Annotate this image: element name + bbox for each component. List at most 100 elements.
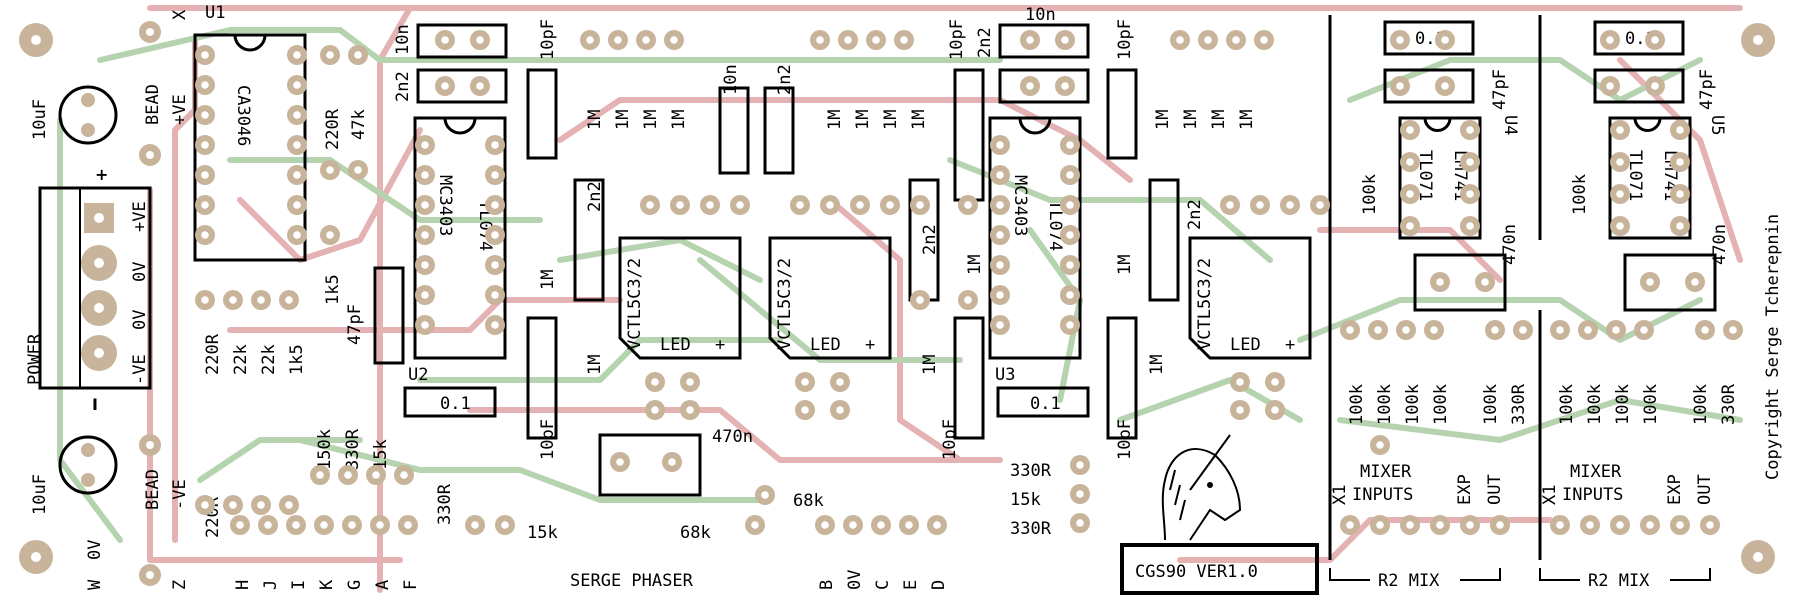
pad-hole [292,521,300,529]
mix1-exp: EXP [1455,474,1475,505]
pad-hole [372,471,380,479]
pad-hole [1076,490,1084,498]
pad-hole [1676,521,1684,529]
pad-hole [1286,201,1294,209]
pad-hole [996,321,1004,329]
pad-hole [441,36,449,44]
pad-hole [285,296,293,304]
pad-hole [996,231,1004,239]
r-1m-9: 1M [881,110,901,130]
pad-hole [201,171,209,179]
pad-hole [1616,158,1624,166]
pad-hole [1466,190,1474,198]
pad-hole [491,231,499,239]
pad-hole [1406,190,1414,198]
r-1m-2: 1M [613,110,633,130]
pad-hole [1236,406,1244,414]
pad-hole [376,521,384,529]
pad-hole [1061,36,1069,44]
pad-hole [826,201,834,209]
pad-hole [964,296,972,304]
pad-hole [1066,261,1074,269]
pad-hole [836,406,844,414]
pad-hole [201,296,209,304]
pad-hole [293,111,301,119]
power-label: POWER [25,333,45,385]
r-47k-top: 47k [349,109,369,140]
cap-bottom-label: 10uF [30,474,50,515]
pad-hole [1556,326,1564,334]
pad-hole [201,111,209,119]
mix2-100k-1: 100k [1557,384,1577,425]
cap-top-label: 10uF [30,99,50,140]
bead-top-label: BEAD [143,84,163,125]
r-1m-7: 1M [825,110,845,130]
pad-hole [796,201,804,209]
r-1m-8: 1M [853,110,873,130]
pad-hole [1436,521,1444,529]
u5-tl071: TL071 [1625,150,1645,201]
pad-hole [1066,231,1074,239]
pad-hole [1076,461,1084,469]
pad-hole [1271,406,1279,414]
pad-hole [400,471,408,479]
u5-470n: 470n [1710,224,1730,265]
pad-hole [236,521,244,529]
pad-hole [354,166,362,174]
r-1m-17: 1M [920,355,940,375]
c-10n-left: 10n [393,24,413,55]
pads-layer [195,30,1743,535]
pad-hole [844,36,852,44]
pad-hole [293,141,301,149]
pad-hole [886,201,894,209]
u5-47pf: 47pF [1697,69,1717,110]
mix1-out: OUT [1485,474,1505,505]
c-10pf-d: 10pF [1115,19,1135,60]
pad-hole [201,501,209,509]
r-1m-18: 1M [1147,355,1167,375]
bead-bottom-label: BEAD [143,469,163,510]
pad-hole [1396,82,1404,90]
led-1: LED [660,335,691,355]
r-150k: 150k [315,429,335,470]
c-2n2-d: 2n2 [920,224,940,255]
pad-hole [1616,126,1624,134]
pad-hole [229,501,237,509]
mix2-100k-3: 100k [1613,384,1633,425]
r-1m-11: 1M [1153,110,1173,130]
u4-470n: 470n [1500,224,1520,265]
r-22k-b: 22k [259,344,279,375]
pad-hole [1061,82,1069,90]
power-pin-1: +VE [130,201,150,232]
u1-part: CA3046 [233,85,253,146]
pad-hole [285,501,293,509]
pad-hole [1646,278,1654,286]
power-minus-mark: I [92,395,98,414]
pad-hole [1466,222,1474,230]
r-1m-6: 1M [585,355,605,375]
pad-hole [1026,36,1034,44]
r-220r-mid: 220R [203,333,223,375]
pad-hole [1406,126,1414,134]
pad-hole [1402,326,1410,334]
pad-hole [421,141,429,149]
pad-hole [996,171,1004,179]
pad-hole [676,201,684,209]
pad-hole [801,406,809,414]
pad-hole [491,291,499,299]
c-47pf-left: 47pF [345,304,365,345]
pad-hole [348,521,356,529]
pad-hole [1701,326,1709,334]
pad-hole [821,521,829,529]
pad-hole [1606,82,1614,90]
u2-value: 0.1 [440,394,471,414]
r-1m-15: 1M [965,255,985,275]
c-10pf-e: 10pF [940,419,960,460]
pad-hole [1406,521,1414,529]
r-68k-b: 68k [793,491,824,511]
power-pin-3: 0V [130,310,150,330]
pad-hole [646,201,654,209]
pad-hole [706,201,714,209]
pad-hole [491,261,499,269]
